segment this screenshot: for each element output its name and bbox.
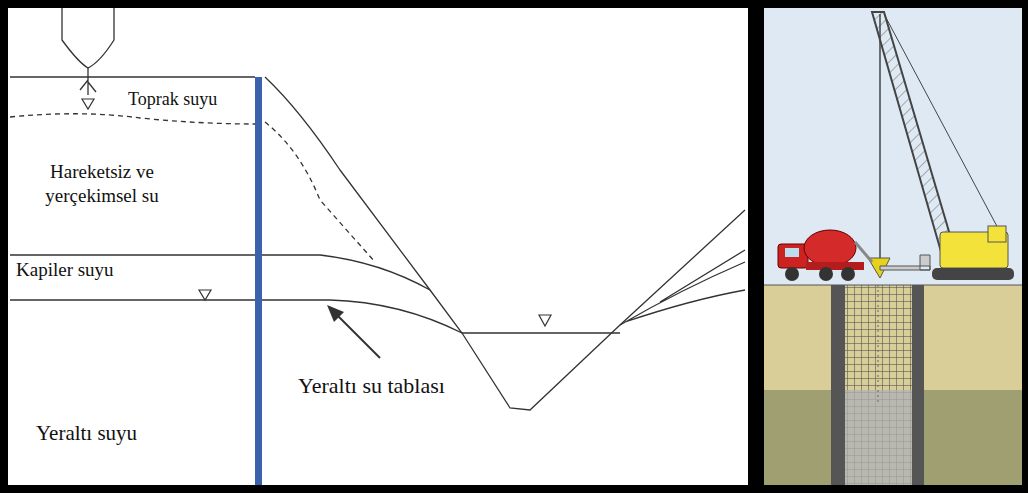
bank-profile	[265, 77, 745, 410]
pointer-arrow	[333, 311, 380, 358]
crane-cable	[884, 14, 1000, 232]
water-table-line	[10, 300, 620, 333]
chute	[855, 242, 872, 262]
ground-surface	[10, 76, 255, 77]
left-panel	[8, 8, 748, 485]
capillary-line	[10, 255, 430, 290]
casing	[831, 285, 845, 485]
region-label: Toprak suyu	[128, 88, 217, 111]
crane-boom	[872, 12, 958, 262]
region-label: Yeraltı suyu	[36, 420, 137, 446]
soil-water-line	[10, 114, 375, 262]
water-level-symbol	[199, 290, 211, 300]
pipe	[880, 255, 930, 270]
water-level-symbol	[539, 315, 551, 326]
pointer-arrow	[327, 305, 344, 322]
rebar-cage	[845, 285, 912, 485]
mixer-drum	[804, 230, 856, 266]
wheel	[841, 267, 855, 281]
sheet-pile	[255, 77, 262, 485]
truck-window	[785, 248, 799, 257]
region-label: Yeraltı su tablası	[298, 372, 445, 400]
tremie	[878, 285, 879, 405]
crane-cable	[879, 14, 881, 258]
right-panel	[764, 8, 1022, 485]
right-bank-lines	[620, 250, 745, 325]
casing	[912, 285, 924, 485]
plant-symbol	[62, 8, 114, 95]
crane-cab	[988, 226, 1006, 242]
truck-frame	[806, 262, 864, 270]
truck-cab	[778, 244, 808, 268]
region-label: Hareketsiz ve yerçekimsel su	[22, 160, 182, 208]
crane-track	[932, 268, 1014, 280]
region-label: Kapiler suyu	[16, 258, 114, 282]
wheel	[819, 267, 833, 281]
water-level-symbol	[82, 99, 94, 109]
wheel	[785, 267, 799, 281]
